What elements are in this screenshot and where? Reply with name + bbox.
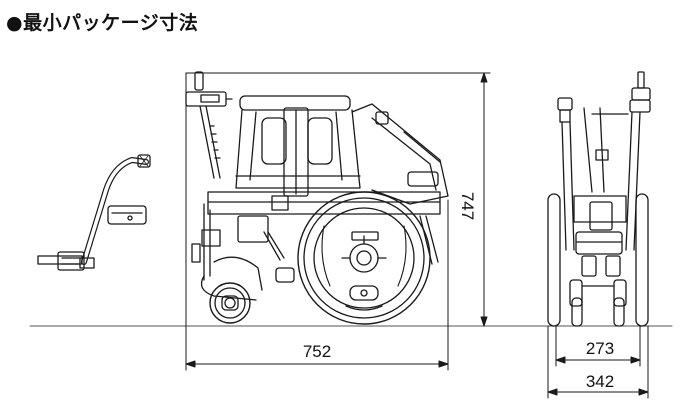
rear-wheel xyxy=(297,191,431,325)
dimension-lines xyxy=(185,72,649,399)
wheelchair-front-view xyxy=(547,71,651,327)
detached-footrest xyxy=(37,154,151,271)
height-dimension-label: 747 xyxy=(458,192,477,220)
front-caster-wheel xyxy=(209,282,251,324)
diagram-title: ●最小パッケージ寸法 xyxy=(6,12,199,34)
length-dimension-label: 752 xyxy=(303,342,331,361)
wheelchair-side-view xyxy=(185,71,449,301)
outer-width-dimension-label: 342 xyxy=(586,372,614,391)
inner-width-dimension-label: 273 xyxy=(586,339,614,358)
